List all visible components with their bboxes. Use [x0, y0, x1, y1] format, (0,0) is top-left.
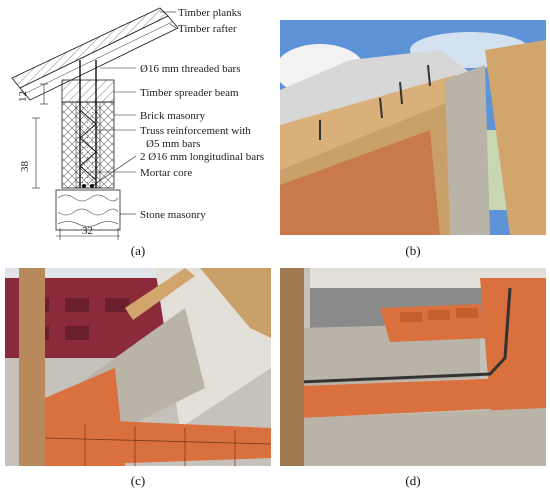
leader-lines — [88, 11, 177, 215]
stone-masonry-shape — [55, 189, 121, 240]
label-timber-planks: Timber planks — [178, 7, 241, 19]
timber-rafter-shape — [19, 15, 179, 101]
label-threaded-bars: Ø16 mm threaded bars — [140, 63, 241, 75]
panel-b: (b) — [280, 0, 550, 265]
caption-a: (a) — [130, 243, 146, 258]
label-truss-1: Truss reinforcement with — [140, 125, 251, 137]
photo-d — [280, 268, 546, 466]
dim-32: 32 — [82, 225, 93, 237]
photo-b — [280, 20, 546, 235]
photo-c — [5, 268, 271, 466]
panel-d: (d) — [280, 265, 550, 495]
timber-spreader-beam-shape — [61, 79, 115, 103]
label-stone-masonry: Stone masonry — [140, 209, 206, 221]
label-brick-masonry: Brick masonry — [140, 110, 206, 122]
cross-section-drawing: 12 38 32 Timber planks Timber rafter Ø16… — [11, 7, 264, 240]
caption-b: (b) — [405, 243, 421, 258]
dimension-lines — [32, 83, 120, 237]
timber-planks-shape — [11, 7, 169, 89]
caption-d: (d) — [405, 473, 421, 488]
label-spreader-beam: Timber spreader beam — [140, 87, 239, 99]
label-longitudinal-bars: 2 Ø16 mm longitudinal bars — [140, 151, 264, 163]
label-timber-rafter: Timber rafter — [178, 23, 237, 35]
label-truss-2: Ø5 mm bars — [146, 138, 200, 150]
dim-38: 38 — [19, 161, 31, 173]
dim-12: 12 — [17, 91, 29, 102]
label-mortar-core: Mortar core — [140, 167, 192, 179]
panel-a: 12 38 32 Timber planks Timber rafter Ø16… — [0, 0, 275, 265]
panel-c: (c) — [0, 265, 275, 495]
caption-c: (c) — [130, 473, 146, 488]
